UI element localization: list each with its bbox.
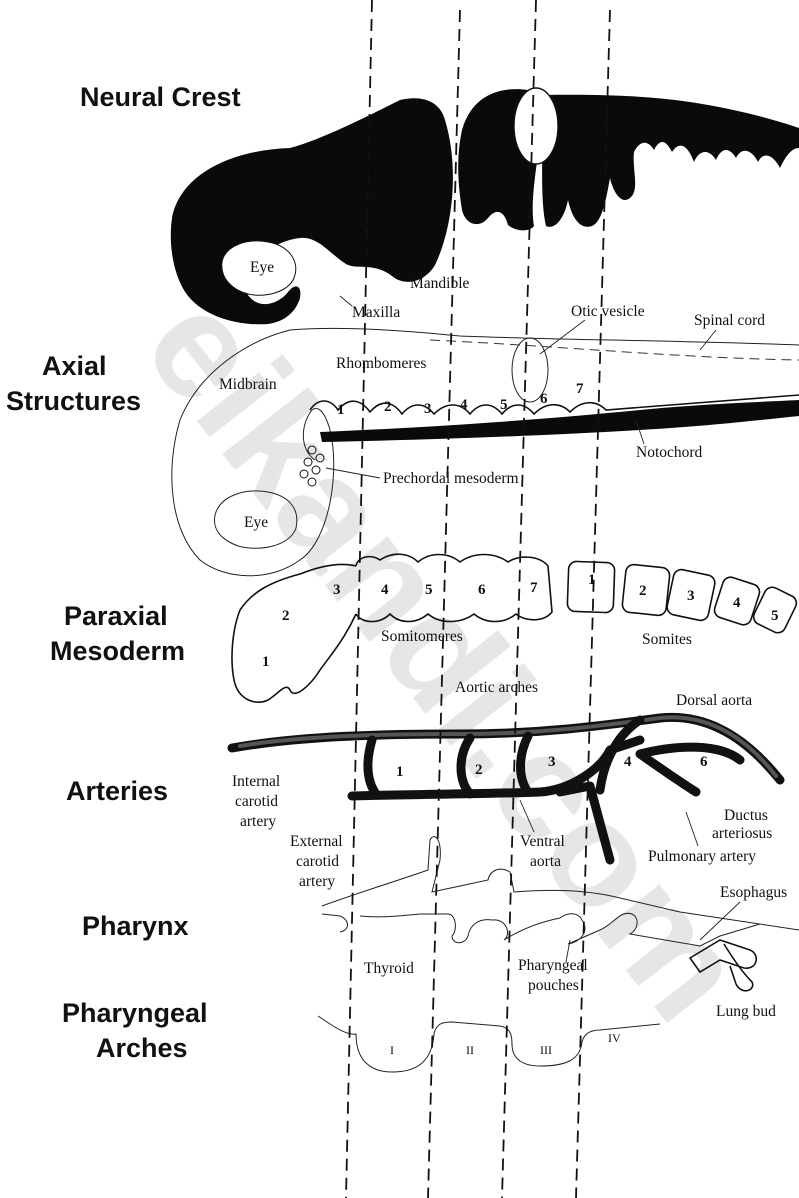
aortic-arch-number: 4 — [624, 754, 632, 770]
somitomere-number: 5 — [425, 582, 433, 598]
label-internal-carotid-line1: Internal — [232, 773, 280, 790]
label-eye-top: Eye — [250, 259, 274, 276]
label-eye-bottom: Eye — [244, 514, 268, 531]
label-otic-vesicle: Otic vesicle — [571, 303, 645, 320]
label-esophagus: Esophagus — [720, 884, 787, 901]
label-somitomeres: Somitomeres — [381, 628, 463, 645]
aortic-arch-number: 1 — [396, 764, 404, 780]
rhombomere-number: 6 — [540, 391, 548, 407]
label-ductus-line2: arteriosus — [712, 825, 772, 842]
aortic-arch-number: 6 — [700, 754, 708, 770]
label-ventral-aorta-line2: aorta — [530, 853, 561, 870]
otic-placode-outline — [514, 88, 558, 164]
label-thyroid: Thyroid — [364, 960, 414, 977]
label-dorsal-aorta: Dorsal aorta — [676, 692, 752, 709]
somite-number: 2 — [639, 583, 647, 599]
aortic-arch-1 — [368, 740, 376, 794]
section-neural-crest: Neural Crest — [80, 82, 241, 112]
rhombomere-numbers: 1 2 3 4 5 6 7 — [337, 381, 584, 418]
label-midbrain: Midbrain — [219, 376, 277, 393]
rhombomere-number: 2 — [384, 399, 392, 415]
label-ductus-line1: Ductus — [724, 807, 768, 824]
leader-spinal-cord — [700, 330, 716, 350]
pharyngeal-arches-drawing: I II III IV — [318, 1016, 660, 1072]
section-pharynx: Pharynx — [82, 911, 189, 941]
rhombomere-number: 7 — [576, 381, 584, 397]
rhombomere-number: 1 — [337, 402, 345, 418]
pharyngeal-arch-numeral: III — [540, 1043, 552, 1057]
section-paraxial-line2: Mesoderm — [50, 636, 185, 666]
somite-number: 3 — [687, 588, 695, 604]
label-spinal-cord: Spinal cord — [694, 312, 765, 329]
label-somites: Somites — [642, 631, 692, 648]
pharyngeal-arch-numeral: IV — [608, 1031, 621, 1045]
label-ventral-aorta-line1: Ventral — [520, 833, 565, 850]
watermark-text: eikandi.com — [114, 263, 780, 1050]
rhombomere-number: 3 — [424, 401, 432, 417]
label-prechordal-mesoderm: Prechordal mesoderm — [383, 470, 519, 487]
section-axial-line2: Structures — [6, 386, 141, 416]
leader-maxilla — [340, 296, 352, 306]
somites — [567, 561, 799, 635]
aortic-arch-number: 2 — [475, 762, 483, 778]
aortic-arch-number: 3 — [548, 754, 556, 770]
somitomere-number: 2 — [282, 608, 290, 624]
somitomere-number: 4 — [381, 582, 389, 598]
label-external-carotid-line3: artery — [299, 873, 335, 890]
label-rhombomeres: Rhombomeres — [336, 355, 426, 372]
label-maxilla: Maxilla — [352, 304, 400, 321]
label-notochord: Notochord — [636, 444, 703, 461]
label-aortic-arches: Aortic arches — [455, 679, 538, 696]
rhombomere-number: 5 — [500, 397, 508, 413]
somite-number: 5 — [771, 608, 779, 624]
somitomere-number: 1 — [262, 654, 270, 670]
label-pharyngeal-pouches-line2: pouches — [528, 977, 579, 994]
section-axial-line1: Axial — [42, 351, 107, 381]
somite-number: 4 — [733, 595, 741, 611]
watermark: eikandi.com — [114, 263, 780, 1050]
label-pulmonary-artery: Pulmonary artery — [648, 848, 756, 865]
somitomere-number: 3 — [333, 582, 341, 598]
section-paraxial-line1: Paraxial — [64, 601, 168, 631]
label-mandible: Mandible — [410, 275, 470, 292]
label-internal-carotid-line2: carotid — [235, 793, 278, 810]
neural-crest-posterior-mass — [542, 95, 799, 227]
dorsal-neural-tube-line — [290, 328, 799, 345]
somitomere-number: 7 — [530, 580, 538, 596]
neural-crest-drawing: Eye — [171, 88, 799, 324]
label-external-carotid-line1: External — [290, 833, 343, 850]
somitomere-number: 6 — [478, 582, 486, 598]
pharyngeal-arch-numeral: II — [466, 1043, 474, 1057]
rhombomere-number: 4 — [460, 397, 468, 413]
label-lung-bud: Lung bud — [716, 1003, 776, 1020]
section-arteries: Arteries — [66, 776, 168, 806]
label-internal-carotid-line3: artery — [240, 813, 276, 830]
section-arches-line1: Pharyngeal — [62, 998, 208, 1028]
label-pharyngeal-pouches-line1: Pharyngeal — [518, 957, 588, 974]
label-external-carotid-line2: carotid — [296, 853, 339, 870]
section-arches-line2: Arches — [96, 1033, 188, 1063]
pharyngeal-arch-numeral: I — [390, 1043, 394, 1057]
